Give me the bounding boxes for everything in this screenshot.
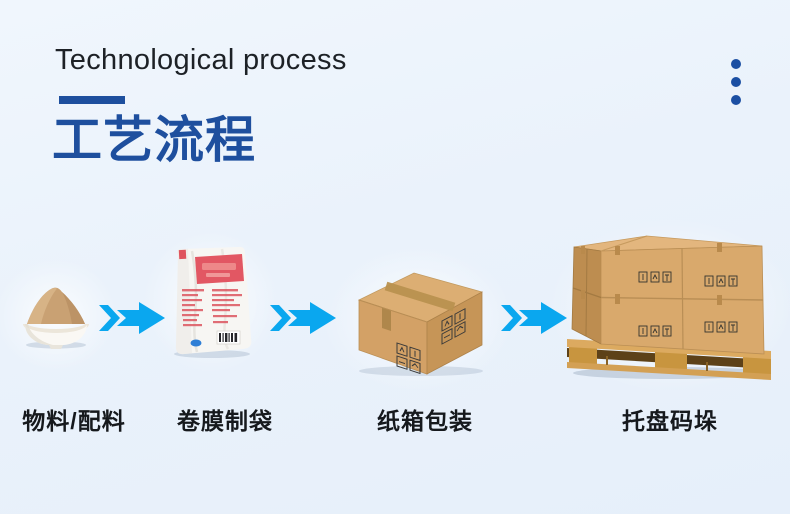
- accent-dash: [59, 96, 125, 104]
- vertical-ellipsis-icon: [731, 59, 741, 105]
- powder-bowl-illustration: [23, 287, 89, 349]
- carton-box-image: [341, 259, 494, 377]
- section-title-chinese: 工艺流程: [52, 112, 256, 168]
- step-label-bag-making: 卷膜制袋: [177, 408, 273, 434]
- pallet-stack-illustration: [567, 235, 771, 380]
- section-title-english: Technological process: [55, 44, 347, 76]
- dot: [731, 95, 741, 105]
- powder-bowl-image: [14, 283, 98, 349]
- flow-arrow-right-icon: [99, 300, 165, 336]
- pallet-stack-image: [567, 232, 775, 380]
- film-bag-illustration: [174, 246, 252, 358]
- step-label-carton-packing: 纸箱包装: [377, 408, 473, 434]
- step-label-palletizing: 托盘码垛: [622, 408, 718, 434]
- dot: [731, 59, 741, 69]
- step-label-materials: 物料/配料: [22, 408, 126, 434]
- flow-arrow-right-icon: [501, 300, 567, 336]
- film-bag-image: [162, 245, 260, 359]
- dot: [731, 77, 741, 87]
- carton-box-illustration: [357, 272, 484, 376]
- flow-arrow-right-icon: [270, 300, 336, 336]
